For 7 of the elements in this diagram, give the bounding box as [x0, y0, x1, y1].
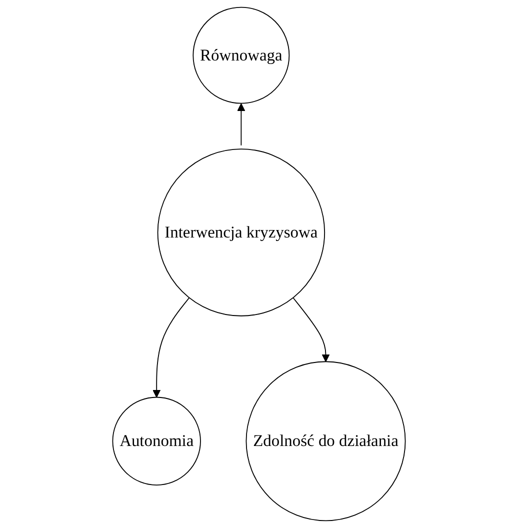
arrow [237, 103, 246, 146]
arrow [292, 297, 330, 362]
node-circle: Równowaga [192, 6, 290, 104]
node-circle: Autonomia [112, 396, 201, 486]
arrow [152, 297, 190, 398]
node-circle: Zdolność do działania [246, 361, 406, 522]
node-circle: Interwencja kryzysowa [157, 148, 326, 316]
